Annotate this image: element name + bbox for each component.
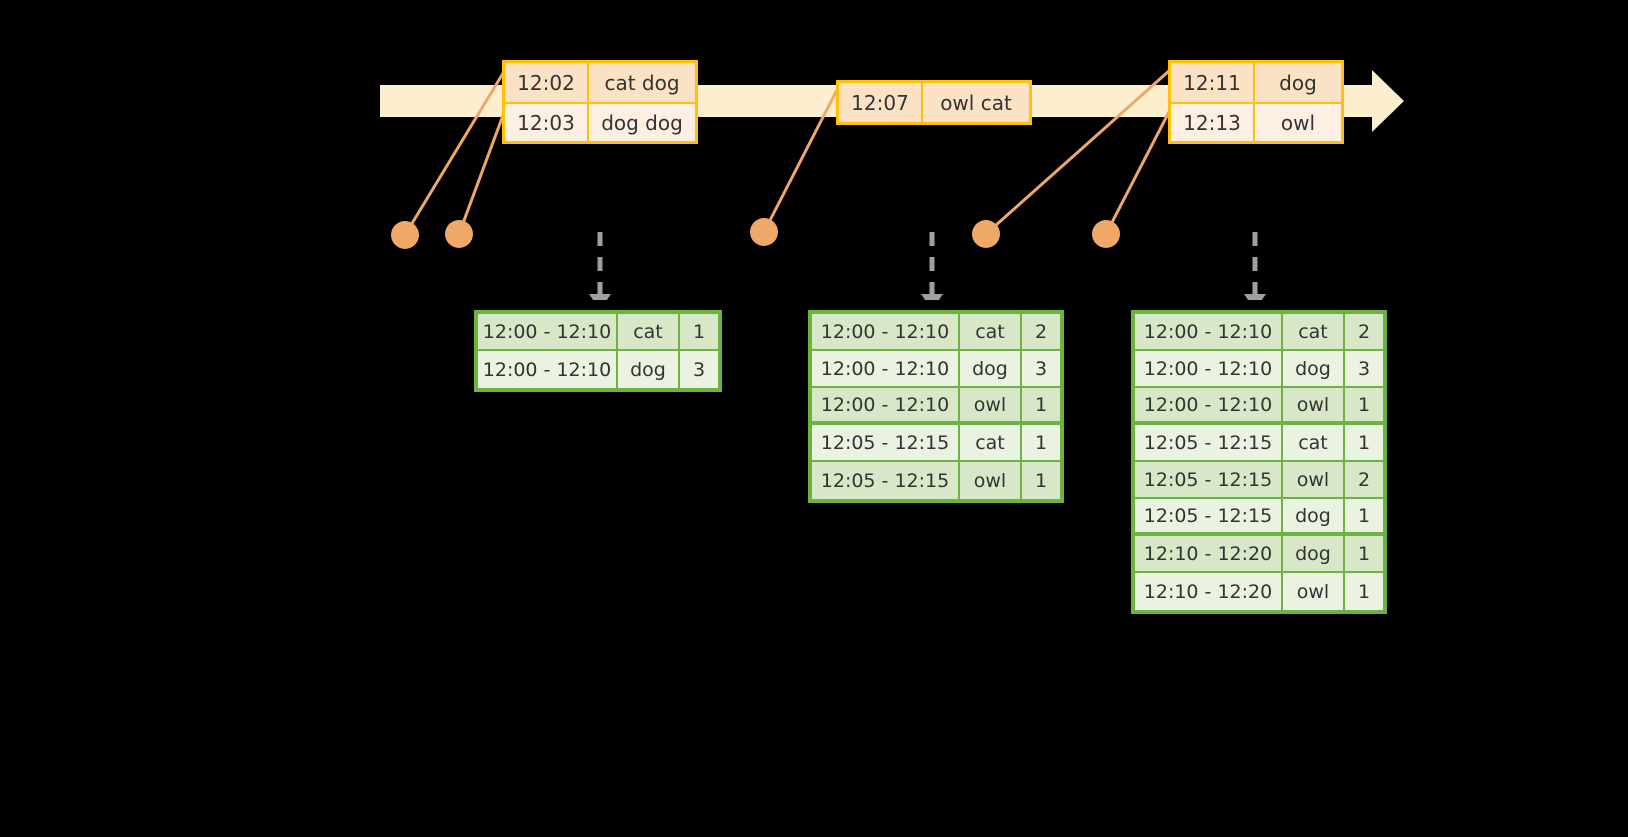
event-marker-dot (445, 220, 473, 248)
event-row: 12:03 dog dog (505, 102, 695, 141)
word-cell: dog (1283, 536, 1345, 571)
count-cell: 2 (1345, 314, 1383, 349)
event-timestamp: 12:07 (839, 83, 923, 122)
event-timestamp: 12:02 (505, 63, 589, 102)
count-cell: 3 (680, 351, 718, 388)
window-cell: 12:10 - 12:20 (1135, 573, 1283, 610)
connector-line (403, 69, 507, 236)
count-cell: 1 (1345, 499, 1383, 532)
dashed-down-arrows (589, 232, 1266, 300)
window-cell: 12:05 - 12:15 (812, 462, 960, 499)
event-row: 12:02 cat dog (505, 63, 695, 102)
word-cell: owl (960, 462, 1022, 499)
word-cell: owl (1283, 462, 1345, 497)
event-marker-dot (972, 220, 1000, 248)
connector-line (457, 109, 507, 235)
window-cell: 12:05 - 12:15 (812, 425, 960, 460)
event-box: 12:11 dog 12:13 owl (1168, 60, 1344, 144)
window-cell: 12:00 - 12:10 (812, 351, 960, 386)
word-cell: dog (960, 351, 1022, 386)
count-cell: 1 (1022, 388, 1060, 421)
event-words: cat dog (604, 70, 680, 95)
word-cell: cat (1283, 314, 1345, 349)
event-box: 12:02 cat dog 12:03 dog dog (502, 60, 698, 144)
connector-line (1104, 109, 1172, 235)
window-cell: 12:00 - 12:10 (1135, 388, 1283, 421)
word-cell: cat (960, 425, 1022, 460)
count-cell: 3 (1022, 351, 1060, 386)
connector-line (762, 87, 840, 233)
window-cell: 12:05 - 12:15 (1135, 499, 1283, 532)
word-cell: cat (1283, 425, 1345, 460)
count-cell: 1 (680, 314, 718, 349)
window-cell: 12:00 - 12:10 (478, 314, 618, 349)
event-box: 12:07 owl cat (836, 80, 1032, 125)
window-cell: 12:05 - 12:15 (1135, 425, 1283, 460)
event-timestamp: 12:13 (1171, 104, 1255, 141)
dashed-arrow-head (1244, 294, 1266, 300)
timeline-graphics-layer (380, 68, 1404, 300)
count-cell: 2 (1022, 314, 1060, 349)
dashed-arrow-head (589, 294, 611, 300)
event-marker-dot (391, 221, 419, 249)
event-markers (391, 218, 1120, 249)
count-cell: 1 (1022, 425, 1060, 460)
word-cell: dog (618, 351, 680, 388)
word-cell: owl (960, 388, 1022, 421)
event-timestamp: 12:11 (1171, 63, 1255, 102)
count-cell: 1 (1345, 388, 1383, 421)
event-words: dog (1279, 70, 1317, 95)
event-row: 12:11 dog (1171, 63, 1341, 102)
word-cell: owl (1283, 573, 1345, 610)
count-cell: 1 (1022, 462, 1060, 499)
word-cell: owl (1283, 388, 1345, 421)
event-row: 12:13 owl (1171, 102, 1341, 141)
window-cell: 12:10 - 12:20 (1135, 536, 1283, 571)
event-words: dog dog (601, 110, 683, 135)
event-timestamp: 12:03 (505, 104, 589, 141)
word-cell: cat (618, 314, 680, 349)
dashed-arrow-head (921, 294, 943, 300)
word-cell: cat (960, 314, 1022, 349)
word-cell: dog (1283, 499, 1345, 532)
count-cell: 1 (1345, 425, 1383, 460)
window-cell: 12:00 - 12:10 (1135, 351, 1283, 386)
count-cell: 2 (1345, 462, 1383, 497)
event-row: 12:07 owl cat (839, 83, 1029, 122)
window-cell: 12:00 - 12:10 (478, 351, 618, 388)
window-cell: 12:00 - 12:10 (812, 388, 960, 421)
count-cell: 1 (1345, 573, 1383, 610)
event-words: owl (1280, 110, 1316, 135)
window-cell: 12:05 - 12:15 (1135, 462, 1283, 497)
event-words: owl cat (940, 90, 1012, 115)
count-cell: 3 (1345, 351, 1383, 386)
word-cell: dog (1283, 351, 1345, 386)
event-marker-dot (750, 218, 778, 246)
window-cell: 12:00 - 12:10 (812, 314, 960, 349)
window-cell: 12:00 - 12:10 (1135, 314, 1283, 349)
count-cell: 1 (1345, 536, 1383, 571)
event-marker-dot (1092, 220, 1120, 248)
